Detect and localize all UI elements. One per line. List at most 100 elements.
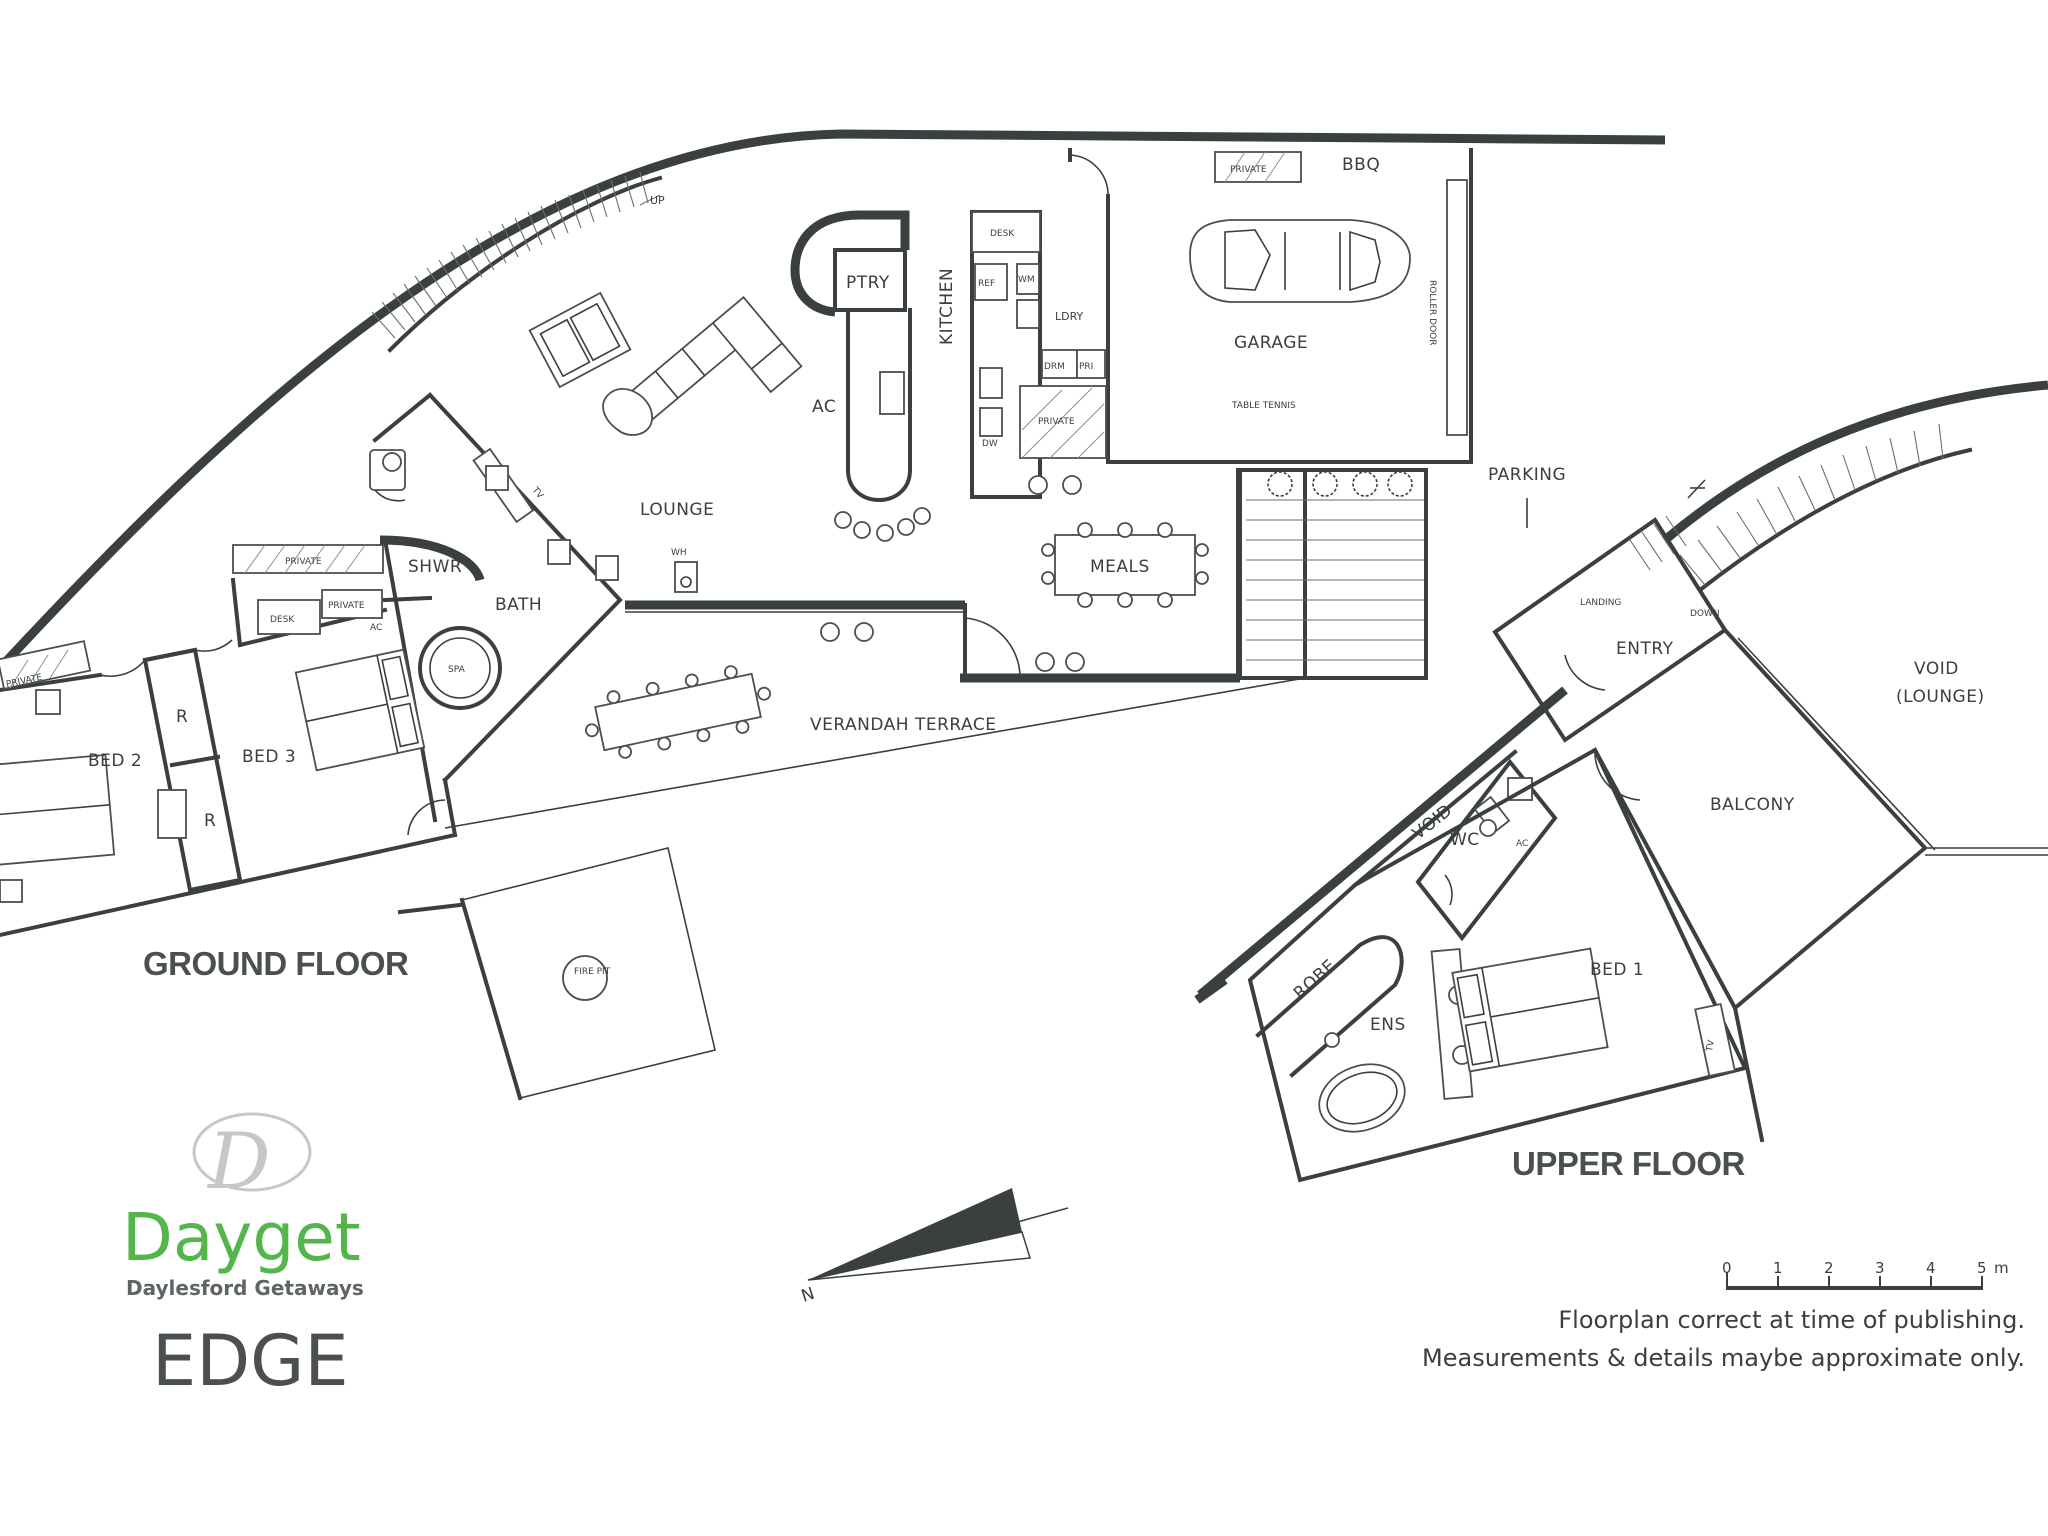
sink — [979, 367, 1003, 399]
pantry — [833, 248, 907, 312]
private-bed2 — [0, 640, 92, 690]
fridge — [974, 263, 1008, 301]
shower-curved-screen — [379, 535, 485, 582]
label-robe-r1: R — [176, 707, 188, 727]
label-down: DOWN — [1690, 609, 1720, 619]
brand-tagline: Daylesford Getaways — [126, 1276, 364, 1300]
label-ac-bed3: AC — [370, 623, 382, 633]
scale-tick-0: 0 — [1722, 1259, 1732, 1277]
coffee-table — [602, 388, 653, 436]
label-pantry: PTRY — [846, 273, 890, 293]
toilet-bath — [369, 449, 406, 491]
bed1-ens-walls — [1247, 747, 1748, 1183]
label-landing: LANDING — [1580, 598, 1621, 608]
label-bed2: BED 2 — [88, 751, 142, 771]
north-label: N — [799, 1284, 818, 1307]
upper-floor: LANDING DOWN ENTRY BALCONY VOID (LOUNGE)… — [1194, 380, 2048, 1183]
bed2-bed — [0, 753, 116, 867]
label-wm: WM — [1018, 275, 1035, 285]
label-up: UP — [650, 194, 665, 207]
label-fire-pit: FIRE PIT — [574, 967, 611, 977]
upper-curved-stairs — [1679, 423, 1944, 586]
label-dw: DW — [982, 439, 998, 449]
label-drm: DRM — [1044, 362, 1065, 372]
ground-curved-inner-wall — [387, 175, 663, 353]
label-private-kitchen: PRIVATE — [1038, 417, 1075, 427]
cooktop — [879, 371, 905, 415]
label-ref: REF — [978, 279, 995, 289]
scale-bar: 0 1 2 3 4 5 m — [1722, 1259, 2009, 1290]
note-line-2: Measurements & details maybe approximate… — [1422, 1344, 2025, 1372]
island-stools — [834, 507, 931, 542]
planter-shrubs — [1267, 471, 1413, 497]
upper-curved-inner-wall — [1697, 447, 1973, 593]
label-robe: ROBE — [1290, 956, 1340, 1004]
private-bed3 — [321, 589, 383, 619]
desk-kitchen — [971, 211, 1041, 253]
label-parking: PARKING — [1488, 465, 1566, 485]
label-garage: GARAGE — [1234, 333, 1308, 353]
label-private-hall: PRIVATE — [285, 557, 322, 567]
car-icon — [1189, 219, 1411, 303]
label-verandah-terrace: VERANDAH TERRACE — [810, 715, 996, 735]
label-ldry: LDRY — [1055, 310, 1084, 323]
label-ens: ENS — [1370, 1015, 1406, 1035]
label-private-garage: PRIVATE — [1230, 165, 1267, 175]
label-pri: PRI — [1079, 362, 1093, 372]
label-ac-kitchen: AC — [812, 397, 836, 417]
label-bed1: BED 1 — [1590, 960, 1644, 980]
north-arrow-icon: N — [799, 1188, 1069, 1307]
parking-stair-treads — [1246, 499, 1424, 661]
pri-cupboard — [1076, 349, 1106, 379]
note-line-1: Floorplan correct at time of publishing. — [1558, 1306, 2025, 1334]
wc-room — [1415, 758, 1558, 942]
parking-steps — [1236, 468, 1428, 680]
property-name: EDGE — [152, 1320, 349, 1402]
bathtub-ens — [1318, 1063, 1406, 1133]
label-tv-lounge: TV — [529, 485, 545, 502]
scale-tick-1: 1 — [1773, 1259, 1783, 1277]
scale-unit: m — [1994, 1259, 2009, 1277]
label-lounge: LOUNGE — [640, 500, 714, 520]
scale-tick-3: 3 — [1875, 1259, 1885, 1277]
dishwasher — [979, 407, 1003, 437]
fire-pit — [562, 955, 608, 1001]
label-spa: SPA — [448, 665, 466, 675]
label-desk-bed3: DESK — [270, 615, 295, 625]
label-ac-upper: AC — [1516, 839, 1528, 849]
washing-machine — [1016, 263, 1040, 295]
label-table-tennis: TABLE TENNIS — [1231, 401, 1296, 411]
label-shwr: SHWR — [408, 557, 462, 577]
verandah-table — [585, 665, 771, 759]
label-bed3: BED 3 — [242, 747, 296, 767]
label-roller-door: ROLLER DOOR — [1427, 280, 1437, 346]
label-void-lounge-sub: (LOUNGE) — [1896, 687, 1985, 707]
robes-column — [142, 647, 243, 893]
brand-name: Dayget — [122, 1199, 361, 1276]
label-balcony: BALCONY — [1710, 795, 1795, 815]
pantry-curved-wall — [790, 210, 910, 317]
spa-tub — [418, 626, 502, 710]
lounge-sofa-left — [528, 291, 632, 389]
label-void-lounge: VOID — [1914, 659, 1959, 679]
label-wc: WC — [1450, 830, 1480, 850]
lounge-sofa-corner — [627, 296, 803, 422]
garage-door-swing — [1069, 154, 1109, 197]
upper-curved-outer-wall — [1662, 380, 2048, 544]
label-desk-kitchen: DESK — [990, 229, 1015, 239]
toilet-wc — [1473, 795, 1511, 837]
label-bbq: BBQ — [1342, 155, 1380, 175]
upper-north-wall — [1197, 686, 1568, 999]
label-bath: BATH — [495, 595, 542, 615]
brand-logo: D — [192, 1112, 312, 1207]
drm-cupboard — [1041, 349, 1078, 379]
bed1-bed — [1451, 947, 1609, 1073]
brand-monogram: D — [206, 1117, 271, 1207]
scale-tick-5: 5 — [1977, 1259, 1987, 1277]
balcony-walls — [1592, 627, 1928, 1012]
desk-bed3 — [257, 599, 321, 635]
label-wh: WH — [671, 548, 687, 558]
ground-floor: UP ROLLER DOOR GARAGE TABLE TENNIS PRIVA… — [0, 129, 1666, 1101]
upper-landing-walls — [1492, 517, 1728, 743]
bedroom-wing-south-wall — [0, 832, 458, 938]
